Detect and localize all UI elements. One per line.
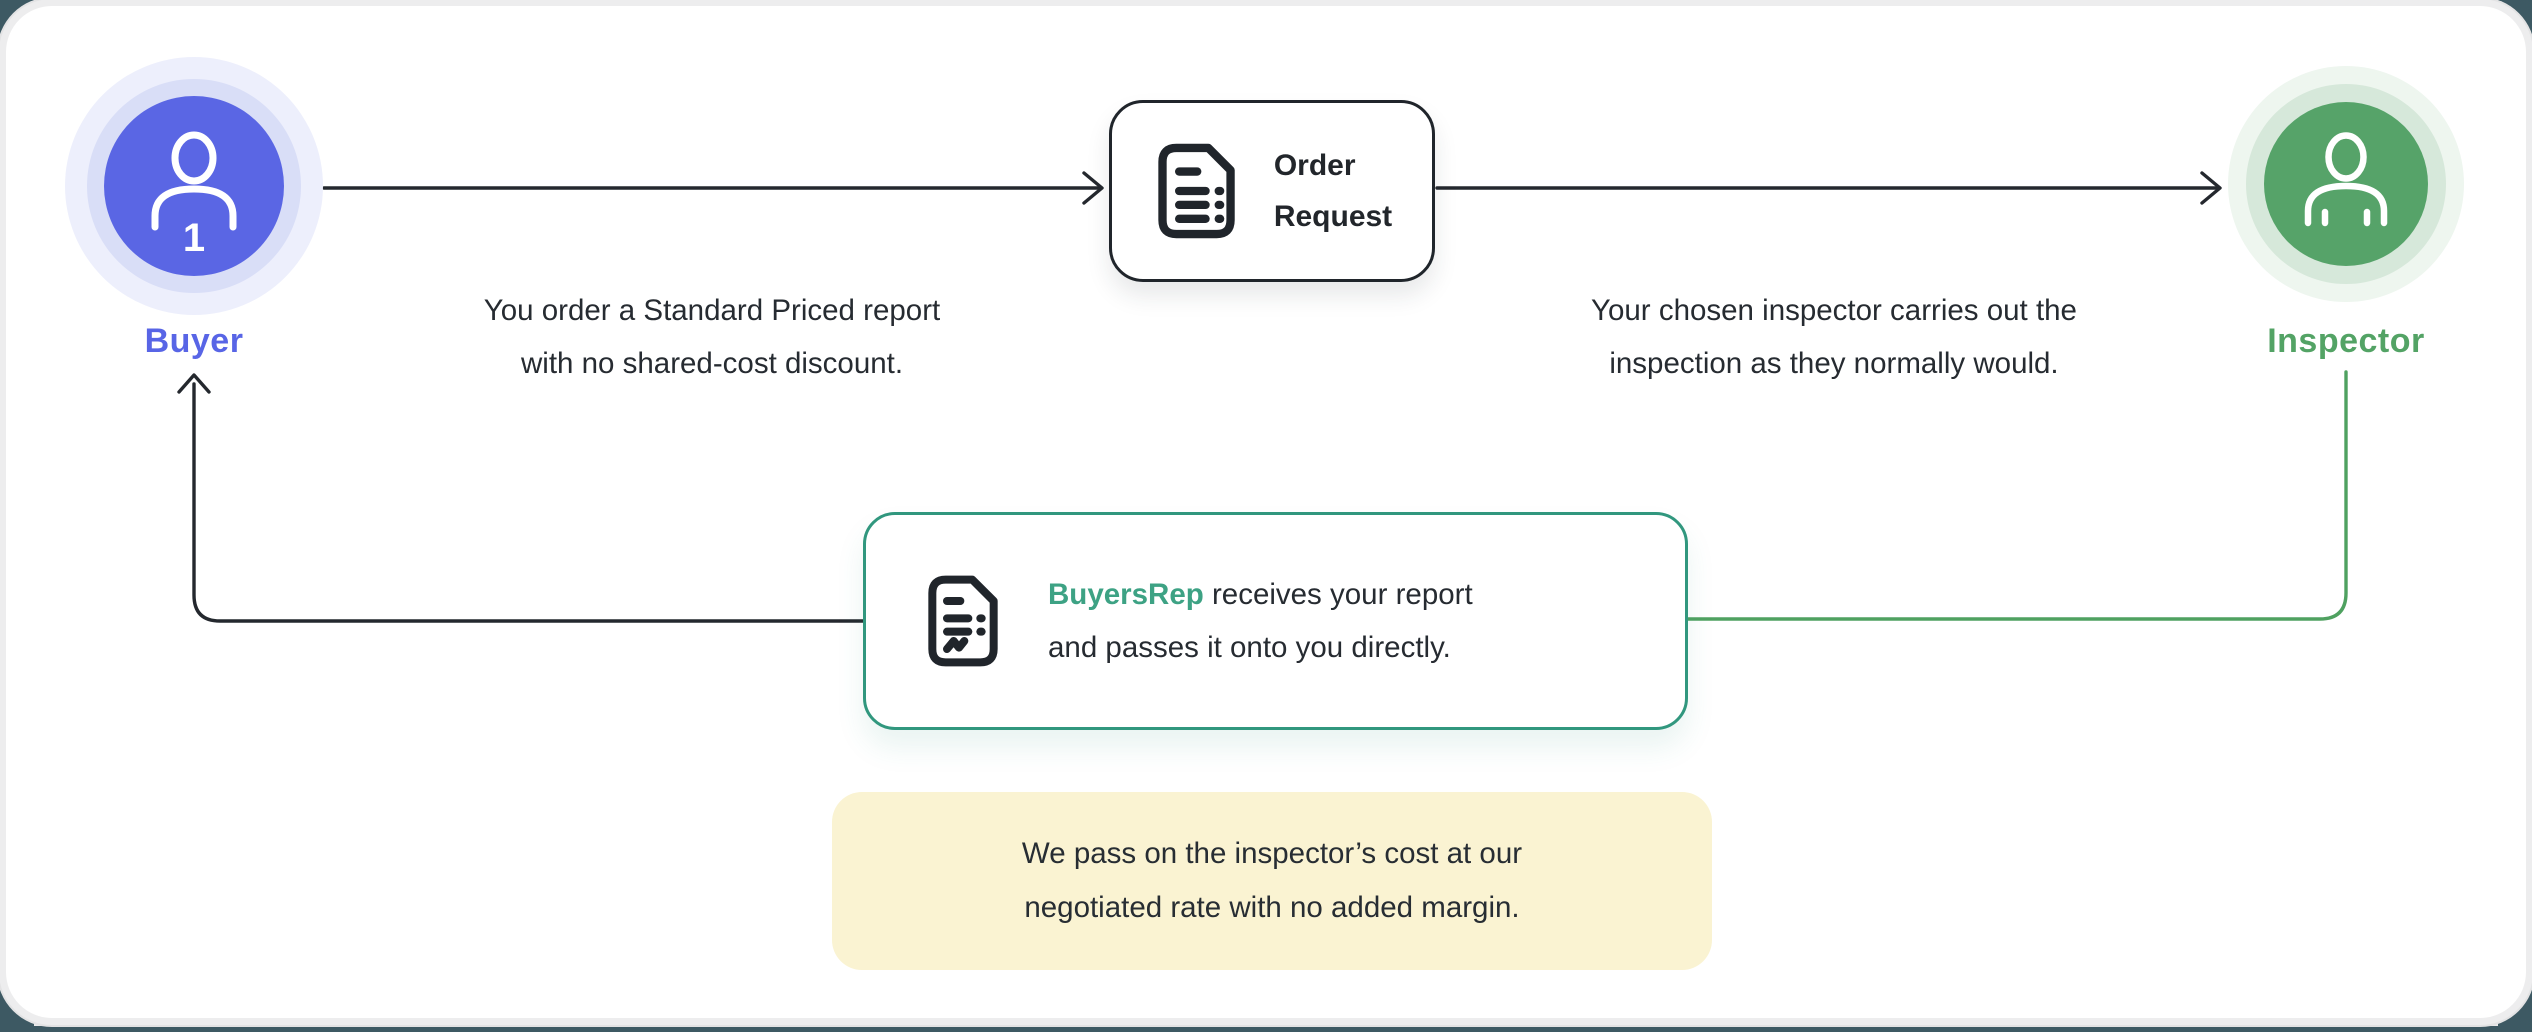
- pricing-note-text: We pass on the inspector’s cost at our n…: [1021, 837, 1523, 924]
- buyer-label: Buyer: [144, 322, 244, 360]
- order-request-box: Order Request: [1109, 100, 1435, 282]
- brand-name: BuyersRep: [1048, 578, 1204, 611]
- document-signature-icon: [928, 575, 998, 667]
- buyer-node: 1: [104, 96, 284, 276]
- buyer-to-order-arrowhead: [1082, 171, 1104, 205]
- order-request-label: Order Request: [1273, 149, 1393, 233]
- buyer-step-badge: 1: [169, 212, 219, 264]
- order-to-inspector-arrowhead: [2200, 171, 2222, 205]
- caption-order-report: You order a Standard Priced report with …: [483, 294, 941, 380]
- report-delivery-box: BuyersRep receives your report and passe…: [863, 512, 1688, 730]
- diagram-card: 1 Buyer Order Request Inspector You orde…: [6, 6, 2526, 1018]
- report-to-buyer-arrowhead: [177, 373, 211, 394]
- person-icon: [2304, 132, 2388, 227]
- caption-inspection: Your chosen inspector carries out the in…: [1591, 294, 2077, 380]
- next-section-strip: [34, 1017, 2498, 1026]
- report-to-buyer-line: [192, 382, 865, 623]
- inspector-label: Inspector: [2267, 322, 2425, 360]
- inspector-node: [2264, 102, 2428, 266]
- person-icon: [151, 131, 237, 231]
- document-lines-icon: [1158, 143, 1235, 239]
- inspector-to-report-line: [1686, 370, 2348, 621]
- pricing-note-box: We pass on the inspector’s cost at our n…: [832, 792, 1712, 970]
- report-delivery-text: BuyersRep receives your report and passe…: [1048, 578, 1473, 664]
